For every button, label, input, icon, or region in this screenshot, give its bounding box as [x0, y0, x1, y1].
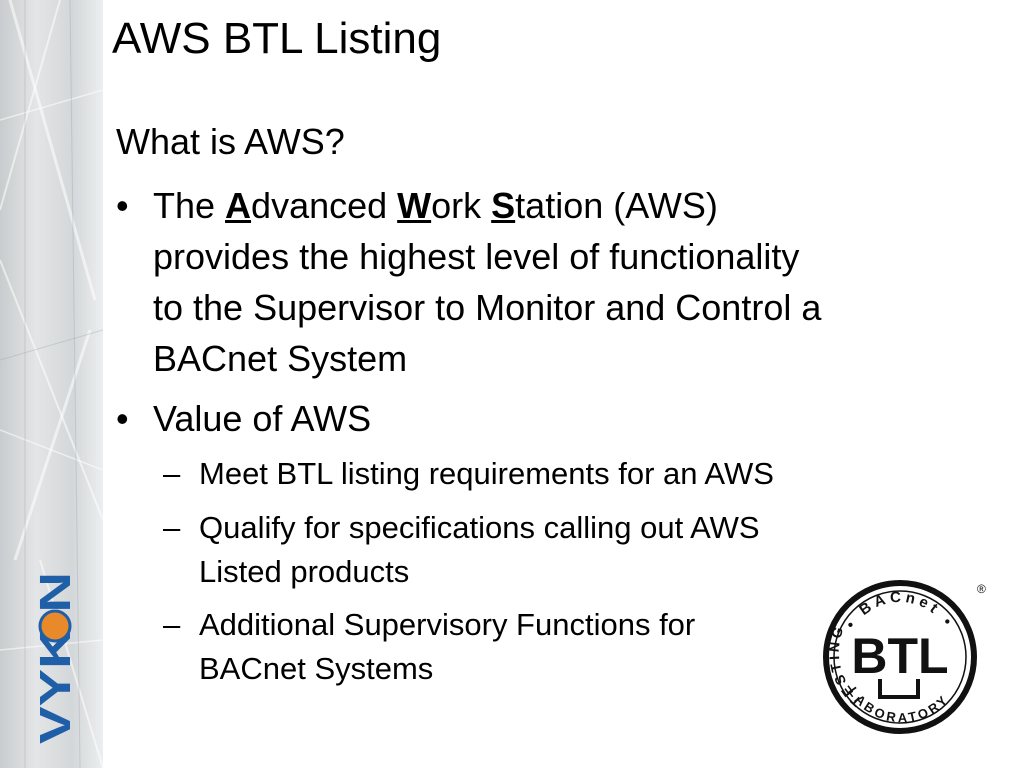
subitem-line: Qualify for specifications calling out A…: [199, 510, 760, 545]
subitem-marker: –: [163, 510, 181, 545]
strip-texture-icon: [0, 0, 103, 768]
acronym-letter-s: S: [491, 185, 516, 226]
slide-title: AWS BTL Listing: [112, 14, 442, 63]
svg-text:®: ®: [977, 582, 986, 596]
subitem-marker: –: [163, 607, 181, 642]
bullet-line-3: to the Supervisor to Monitor and Control…: [153, 287, 822, 328]
bullet-marker: •: [116, 185, 129, 226]
svg-text:VYK N: VYK N: [34, 572, 74, 744]
subitem-marker: –: [163, 456, 181, 491]
subitem-line: Listed products: [199, 554, 410, 589]
subitem-line: Meet BTL listing requirements for an AWS: [199, 456, 774, 491]
svg-text:BTL: BTL: [851, 628, 948, 684]
decorative-side-strip: VYK N: [0, 0, 103, 768]
acronym-letter-w: W: [397, 185, 432, 226]
btl-seal: • BACnet • TESTING LABORATORY BTL ®: [812, 575, 992, 735]
bullet-marker: •: [116, 398, 129, 439]
bullet-line-2: provides the highest level of functional…: [153, 236, 800, 277]
bullet-line-1: The Advanced Work Station (AWS): [153, 185, 718, 226]
bullet-text: Value of AWS: [153, 398, 372, 439]
subitem-line: Additional Supervisory Functions for: [199, 607, 696, 642]
acronym-letter-a: A: [225, 185, 252, 226]
subitem-line: BACnet Systems: [199, 651, 434, 686]
section-question: What is AWS?: [116, 121, 345, 162]
vykon-logo: VYK N: [34, 568, 74, 744]
bullet-line-4: BACnet System: [153, 338, 408, 379]
